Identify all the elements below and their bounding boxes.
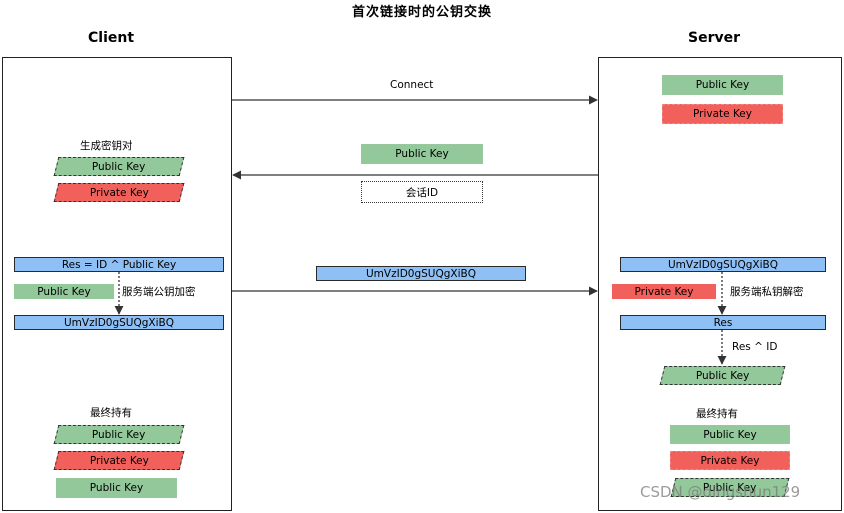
message-cipher: UmVzID0gSUQgXiBQ [316, 266, 526, 281]
server-decrypt-label: 服务端私钥解密 [730, 286, 804, 298]
client-final-label: 最终持有 [90, 407, 132, 419]
client-server-public-key: Public Key [14, 284, 114, 299]
client-final-server-public-key: Public Key [56, 478, 177, 498]
client-final-public-key: Public Key [53, 425, 185, 444]
server-final-public-key: Public Key [670, 425, 790, 444]
client-cipher: UmVzID0gSUQgXiBQ [14, 315, 224, 330]
client-private-key: Private Key [53, 183, 185, 202]
server-final-private-key: Private Key [670, 451, 790, 470]
server-public-key: Public Key [662, 75, 783, 95]
client-public-key: Public Key [53, 157, 185, 176]
server-private-key-decrypt: Private Key [612, 284, 716, 299]
client-final-private-key: Private Key [53, 451, 185, 470]
csdn-watermark: CSDN @dingshun129 [640, 483, 801, 501]
client-res-formula: Res = ID ^ Public Key [14, 257, 224, 272]
server-cipher: UmVzID0gSUQgXiBQ [620, 257, 826, 272]
server-private-key: Private Key [662, 104, 783, 124]
connect-label: Connect [390, 79, 434, 91]
server-heading: Server [688, 30, 741, 46]
server-derived-public-key: Public Key [659, 366, 786, 385]
message-session-id: 会话ID [361, 181, 483, 203]
diagram-title: 首次链接时的公钥交换 [351, 5, 492, 20]
server-res-id-label: Res ^ ID [732, 341, 778, 353]
server-final-label: 最终持有 [696, 408, 738, 420]
client-heading: Client [88, 30, 135, 46]
server-res: Res [620, 315, 826, 330]
message-public-key: Public Key [361, 144, 483, 164]
client-encrypt-label: 服务端公钥加密 [122, 286, 196, 298]
client-gen-label: 生成密钥对 [80, 140, 133, 152]
